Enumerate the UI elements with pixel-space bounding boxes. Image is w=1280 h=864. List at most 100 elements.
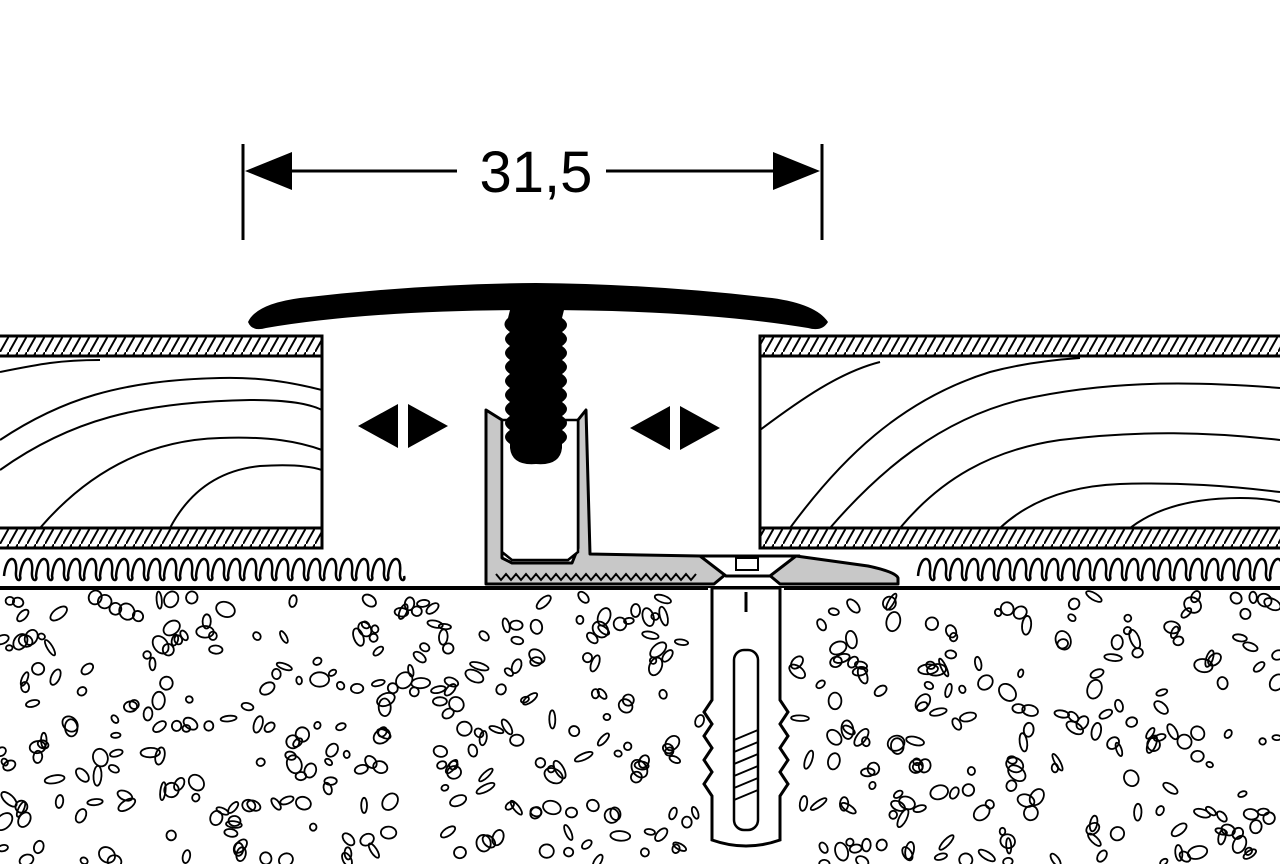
aggregate-stone xyxy=(586,798,600,813)
aggregate-stone xyxy=(322,781,333,796)
aggregate-stone xyxy=(500,718,514,736)
aggregate-stone xyxy=(1017,668,1025,679)
aggregate-stone xyxy=(681,815,693,829)
aggregate-stone xyxy=(1263,597,1280,612)
aggregate-stone xyxy=(98,846,116,864)
aggregate-stone xyxy=(501,617,511,634)
aggregate-stone xyxy=(575,614,585,625)
aggregate-stone xyxy=(357,621,373,638)
aggregate-stone xyxy=(1180,607,1193,619)
aggregate-stone xyxy=(473,727,485,739)
aggregate-stone xyxy=(798,795,809,812)
transition-profile xyxy=(248,283,828,465)
aggregate-stone xyxy=(17,811,32,828)
aggregate-stone xyxy=(1153,700,1169,715)
aggregate-stone xyxy=(528,648,546,665)
aggregate-stone xyxy=(376,691,396,708)
aggregate-stone xyxy=(827,691,843,711)
aggregate-stone xyxy=(44,639,56,657)
aggregate-stone xyxy=(225,820,243,829)
aggregate-stone xyxy=(92,765,103,787)
aggregate-stone xyxy=(191,792,201,803)
aggregate-stone xyxy=(163,781,180,799)
aggregate-stone xyxy=(648,656,658,665)
aggregate-stone xyxy=(1018,732,1029,753)
aggregate-stone xyxy=(2,759,17,772)
aggregate-stone xyxy=(509,733,525,747)
aggregate-stone xyxy=(548,709,557,730)
aggregate-stone xyxy=(184,695,194,704)
aggregate-stone xyxy=(309,822,318,832)
aggregate-stone xyxy=(407,664,415,678)
aggregate-stone xyxy=(380,825,398,840)
aggregate-stone xyxy=(673,638,690,646)
aggregate-stone xyxy=(581,839,593,850)
aggregate-stone xyxy=(232,841,245,857)
aggregate-stone xyxy=(1174,844,1184,862)
aggregate-stone xyxy=(510,635,525,646)
aggregate-stone xyxy=(630,758,649,779)
aggregate-stone xyxy=(432,696,448,707)
aggregate-stone xyxy=(97,593,113,610)
right-panel-bottom-layer xyxy=(758,526,1280,550)
aggregate-stone xyxy=(161,643,175,657)
aggregate-stone xyxy=(1231,834,1248,854)
aggregate-stone xyxy=(912,804,927,813)
aggregate-stone xyxy=(1242,808,1260,821)
aggregate-stone xyxy=(0,843,9,853)
aggregate-stone xyxy=(1053,709,1071,719)
aggregate-stone xyxy=(1114,698,1124,713)
aggregate-stone xyxy=(1155,805,1165,817)
aggregate-stone xyxy=(33,839,45,855)
aggregate-stone xyxy=(534,757,547,769)
aggregate-stone xyxy=(215,806,230,816)
aggregate-stone xyxy=(529,618,544,635)
aggregate-stone xyxy=(568,725,581,738)
aggregate-stone xyxy=(159,675,174,691)
aggregate-stone xyxy=(788,663,806,680)
aggregate-stone xyxy=(165,829,177,842)
aggregate-stone xyxy=(443,683,457,697)
aggregate-stone xyxy=(1065,720,1085,736)
aggregate-stone xyxy=(5,644,14,652)
aggregate-stone xyxy=(504,800,515,811)
aggregate-stone xyxy=(1086,678,1103,700)
aggregate-stone xyxy=(945,624,958,639)
aggregate-stone xyxy=(446,765,462,780)
aggregate-stone xyxy=(668,755,682,764)
aggregate-stone xyxy=(1011,703,1026,714)
aggregate-stone xyxy=(469,661,490,672)
right-floor-panel xyxy=(758,334,1280,582)
aggregate-stone xyxy=(1155,688,1169,697)
aggregate-stone xyxy=(890,799,906,812)
double-arrow-horizontal-icon xyxy=(358,404,448,448)
aggregate-stone xyxy=(999,833,1016,850)
aggregate-stone xyxy=(853,728,870,747)
aggregate-stone xyxy=(170,719,183,732)
aggregate-stone xyxy=(1021,704,1039,717)
aggregate-stone xyxy=(1023,804,1039,822)
aggregate-stone xyxy=(76,686,88,697)
aggregate-stone xyxy=(0,791,18,808)
aggregate-stone xyxy=(1207,652,1222,667)
aggregate-stone xyxy=(1248,590,1258,604)
aggregate-stone xyxy=(412,650,427,664)
aggregate-stone xyxy=(589,654,601,673)
aggregate-stone xyxy=(1205,761,1214,769)
aggregate-stone xyxy=(1216,676,1229,691)
aggregate-stone xyxy=(848,843,863,854)
aggregate-stone xyxy=(1239,607,1252,620)
aggregate-stone xyxy=(596,732,610,747)
aggregate-stone xyxy=(1123,769,1140,788)
aggregate-stone xyxy=(519,695,530,704)
aggregate-stone xyxy=(912,757,922,767)
wall-plug-dowel xyxy=(702,586,790,848)
aggregate-stone xyxy=(1252,661,1266,673)
aggregate-stone xyxy=(840,801,857,815)
left-wood-grain xyxy=(0,359,322,528)
aggregate-stone xyxy=(215,600,236,618)
aggregate-stone xyxy=(1262,811,1276,825)
aggregate-stone xyxy=(650,612,660,621)
aggregate-stone xyxy=(74,808,88,824)
aggregate-stone xyxy=(442,642,455,655)
